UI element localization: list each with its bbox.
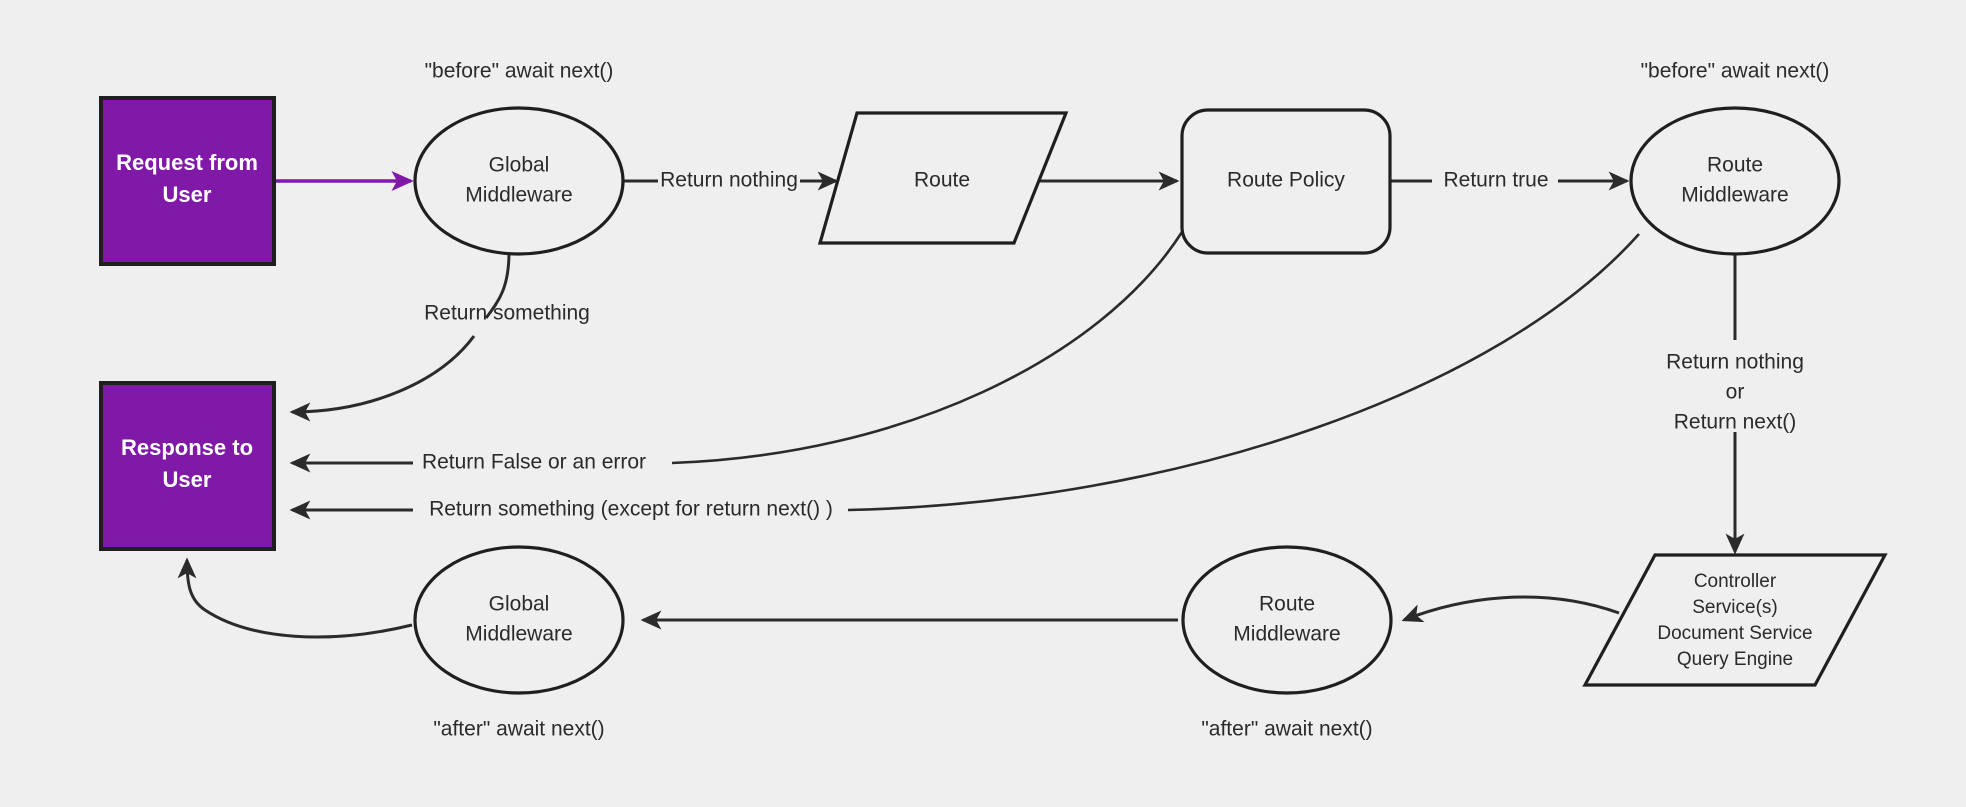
edge-label-return-something-except: Return something (except for return next… [429, 498, 833, 521]
edge-label-return-true: Return true [1443, 169, 1548, 192]
annotation-before-route-middleware: "before" await next() [1641, 60, 1830, 83]
route-shape [817, 111, 1069, 245]
edge-label-return-nothing: Return nothing [660, 169, 798, 192]
global-middleware-in-label-line2: Middleware [465, 184, 572, 207]
route-label: Route [914, 169, 970, 192]
edge-global-mw-return-stub [484, 251, 511, 319]
request-box-shape [99, 96, 276, 266]
edge-label-route-mw-pass-line3: Return next() [1674, 411, 1797, 434]
edge-label-return-false-or-error: Return False or an error [422, 451, 646, 474]
edge-label-route-mw-pass-line1: Return nothing [1666, 351, 1804, 374]
node-route[interactable]: Route [817, 111, 1069, 245]
edge-route-policy-to-response-curve [671, 231, 1184, 465]
node-request-from-user[interactable]: Request from User [99, 96, 276, 266]
global-middleware-out-label-line1: Global [489, 593, 550, 616]
annotation-before-global-middleware: "before" await next() [425, 60, 614, 83]
route-policy-shape [1180, 108, 1392, 255]
response-box-shape [99, 381, 276, 551]
route-policy-label: Route Policy [1227, 169, 1345, 192]
handler-label-line2: Service(s) [1692, 597, 1778, 618]
edge-handler-to-route-mw-out [1401, 595, 1620, 623]
handler-label-line1: Controller [1694, 571, 1777, 592]
handler-label-line3: Document Service [1657, 623, 1812, 644]
request-label-line1: Request from [116, 150, 258, 175]
route-middleware-out-label-line1: Route [1259, 593, 1315, 616]
route-middleware-in-label-line2: Middleware [1681, 184, 1788, 207]
node-response-to-user[interactable]: Response to User [99, 381, 276, 551]
node-global-middleware-in[interactable]: Global Middleware [413, 106, 625, 256]
node-handler[interactable]: Controller Service(s) Document Service Q… [1582, 553, 1888, 687]
node-route-policy[interactable]: Route Policy [1180, 108, 1392, 255]
annotation-after-global-middleware: "after" await next() [433, 718, 604, 741]
edge-global-mw-to-response [289, 335, 476, 422]
handler-label-line4: Query Engine [1677, 649, 1793, 670]
response-label-line1: Response to [121, 435, 253, 460]
node-route-middleware-out[interactable]: Route Middleware [1181, 545, 1393, 695]
route-middleware-out-shape [1181, 545, 1393, 695]
route-middleware-in-label-line1: Route [1707, 154, 1763, 177]
node-route-middleware-in[interactable]: Route Middleware [1629, 106, 1841, 256]
handler-shape [1582, 553, 1888, 687]
route-middleware-in-shape [1629, 106, 1841, 256]
global-middleware-in-shape [413, 106, 625, 256]
annotation-after-route-middleware: "after" await next() [1201, 718, 1372, 741]
global-middleware-out-label-line2: Middleware [465, 623, 572, 646]
response-label-line2: User [163, 467, 212, 492]
edge-global-mw-out-to-response [177, 557, 413, 639]
node-global-middleware-out[interactable]: Global Middleware [413, 545, 625, 695]
edge-label-return-something: Return something [424, 302, 590, 325]
global-middleware-in-label-line1: Global [489, 154, 550, 177]
route-middleware-out-label-line2: Middleware [1233, 623, 1340, 646]
edge-route-mw-to-response-curve [847, 233, 1640, 512]
request-label-line2: User [163, 182, 212, 207]
global-middleware-out-shape [413, 545, 625, 695]
edge-label-route-mw-pass-line2: or [1726, 381, 1745, 404]
